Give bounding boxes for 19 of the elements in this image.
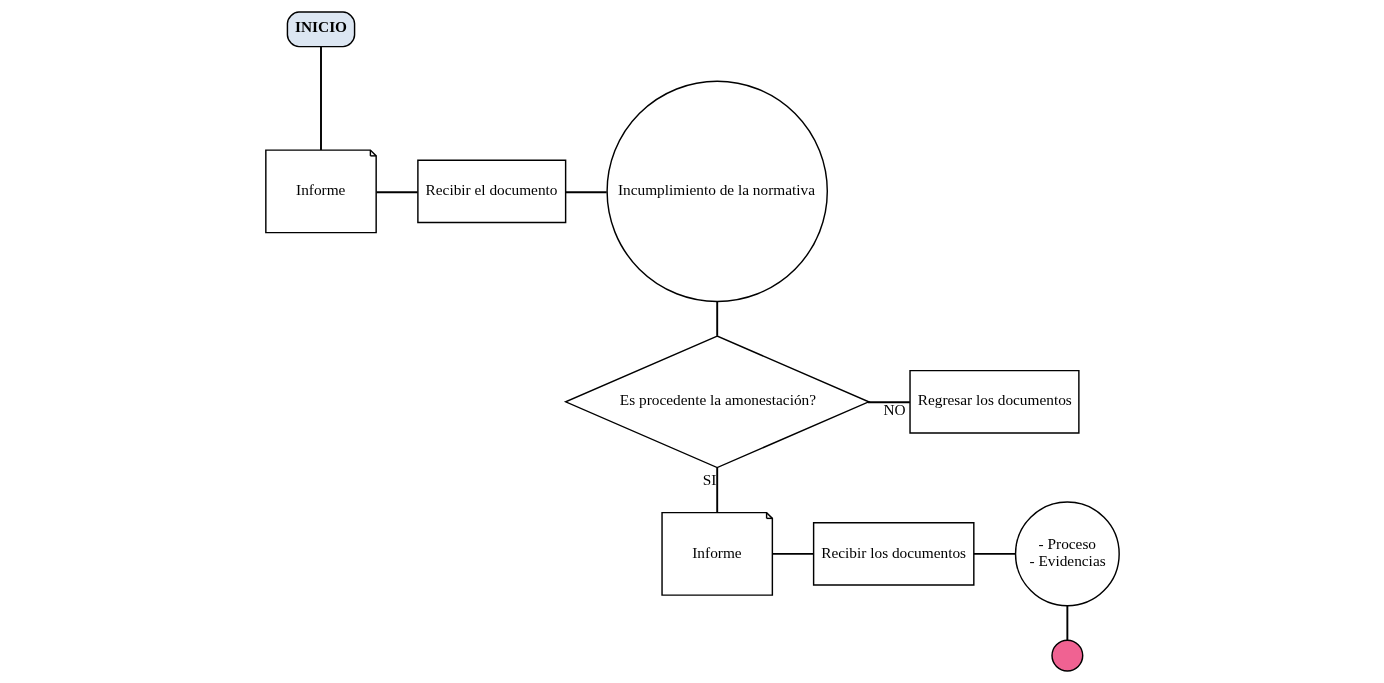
connector	[319, 45, 322, 152]
node-box: INICIO	[286, 11, 355, 48]
node-box: Recibir los documentos	[812, 522, 975, 586]
node-circle	[1050, 639, 1083, 672]
node-box: Regresar los documentos	[908, 369, 1080, 434]
connector	[715, 466, 718, 514]
node-box: Recibir el documento	[416, 159, 566, 224]
connector	[1065, 604, 1068, 642]
connector	[564, 191, 608, 194]
connector	[972, 552, 1016, 555]
connector	[866, 401, 911, 404]
node-circle: - Proceso - Evidencias	[1014, 501, 1120, 607]
connector	[771, 552, 814, 555]
edge-label: NO	[882, 400, 906, 418]
connector	[375, 191, 419, 194]
node-diamond: Es procedente la amonestación?	[563, 335, 871, 469]
connector	[715, 300, 718, 337]
edge-label: SI	[702, 471, 716, 489]
node-circle: Incumplimiento de la normativa	[605, 80, 828, 303]
